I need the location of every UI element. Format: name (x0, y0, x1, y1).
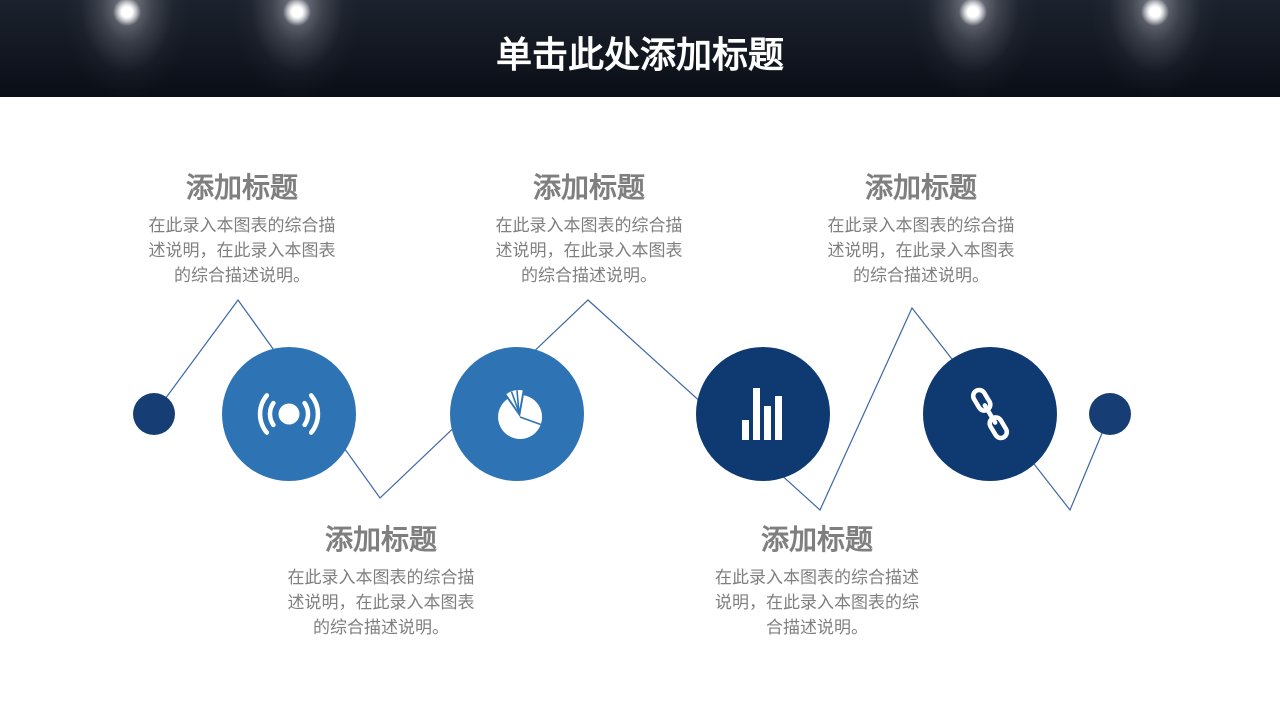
label-description: 在此录入本图表的综合描述 说明，在此录入本图表的综 合描述说明。 (687, 565, 947, 640)
label-block-5: 添加标题 在此录入本图表的综合描 述说明，在此录入本图表 的综合描述说明。 (791, 171, 1051, 288)
slide-title[interactable]: 单击此处添加标题 (495, 34, 784, 75)
label-line: 的综合描述说明。 (853, 266, 989, 285)
label-description: 在此录入本图表的综合描 述说明，在此录入本图表 的综合描述说明。 (791, 213, 1051, 288)
node-1 (222, 347, 356, 481)
label-line: 的综合描述说明。 (313, 618, 449, 637)
label-block-2: 添加标题 在此录入本图表的综合描 述说明，在此录入本图表 的综合描述说明。 (251, 523, 511, 640)
label-line: 的综合描述说明。 (521, 266, 657, 285)
label-line: 说明，在此录入本图表的综 (715, 593, 919, 612)
node-3-circle (696, 347, 830, 481)
node-2 (450, 347, 584, 481)
node-4 (923, 347, 1057, 481)
link-icon (970, 387, 1010, 441)
spotlight (47, 0, 207, 97)
start-dot (133, 393, 175, 435)
label-description: 在此录入本图表的综合描 述说明，在此录入本图表 的综合描述说明。 (251, 565, 511, 640)
spotlight (217, 0, 377, 97)
label-title: 添加标题 (185, 172, 298, 203)
label-line: 在此录入本图表的综合描 (827, 216, 1015, 235)
label-description: 在此录入本图表的综合描 述说明，在此录入本图表 的综合描述说明。 (459, 213, 719, 288)
label-line: 在此录入本图表的综合描 (495, 216, 683, 235)
label-block-3: 添加标题 在此录入本图表的综合描 述说明，在此录入本图表 的综合描述说明。 (459, 171, 719, 288)
label-line: 述说明，在此录入本图表 (495, 241, 683, 260)
spotlight (893, 0, 1053, 97)
header-banner: 单击此处添加标题 (0, 0, 1280, 97)
label-title: 添加标题 (324, 524, 437, 555)
label-line: 在此录入本图表的综合描述 (715, 568, 919, 587)
bar-chart-icon (742, 388, 782, 440)
label-line: 述说明，在此录入本图表 (827, 241, 1015, 260)
label-title: 添加标题 (864, 172, 977, 203)
label-title: 添加标题 (532, 172, 645, 203)
label-line: 在此录入本图表的综合描 (148, 216, 336, 235)
pie-chart-icon (498, 390, 543, 439)
spotlight (1075, 0, 1235, 97)
label-line: 的综合描述说明。 (174, 266, 310, 285)
end-dot (1089, 393, 1131, 435)
label-line: 合描述说明。 (766, 618, 868, 637)
label-block-4: 添加标题 在此录入本图表的综合描述 说明，在此录入本图表的综 合描述说明。 (687, 523, 947, 640)
label-line: 述说明，在此录入本图表 (148, 241, 336, 260)
label-line: 述说明，在此录入本图表 (287, 593, 475, 612)
node-3 (696, 347, 830, 481)
label-description: 在此录入本图表的综合描 述说明，在此录入本图表 的综合描述说明。 (112, 213, 372, 288)
broadcast-icon (257, 393, 321, 435)
label-title: 添加标题 (760, 524, 873, 555)
label-line: 在此录入本图表的综合描 (287, 568, 475, 587)
label-block-1: 添加标题 在此录入本图表的综合描 述说明，在此录入本图表 的综合描述说明。 (112, 171, 372, 288)
